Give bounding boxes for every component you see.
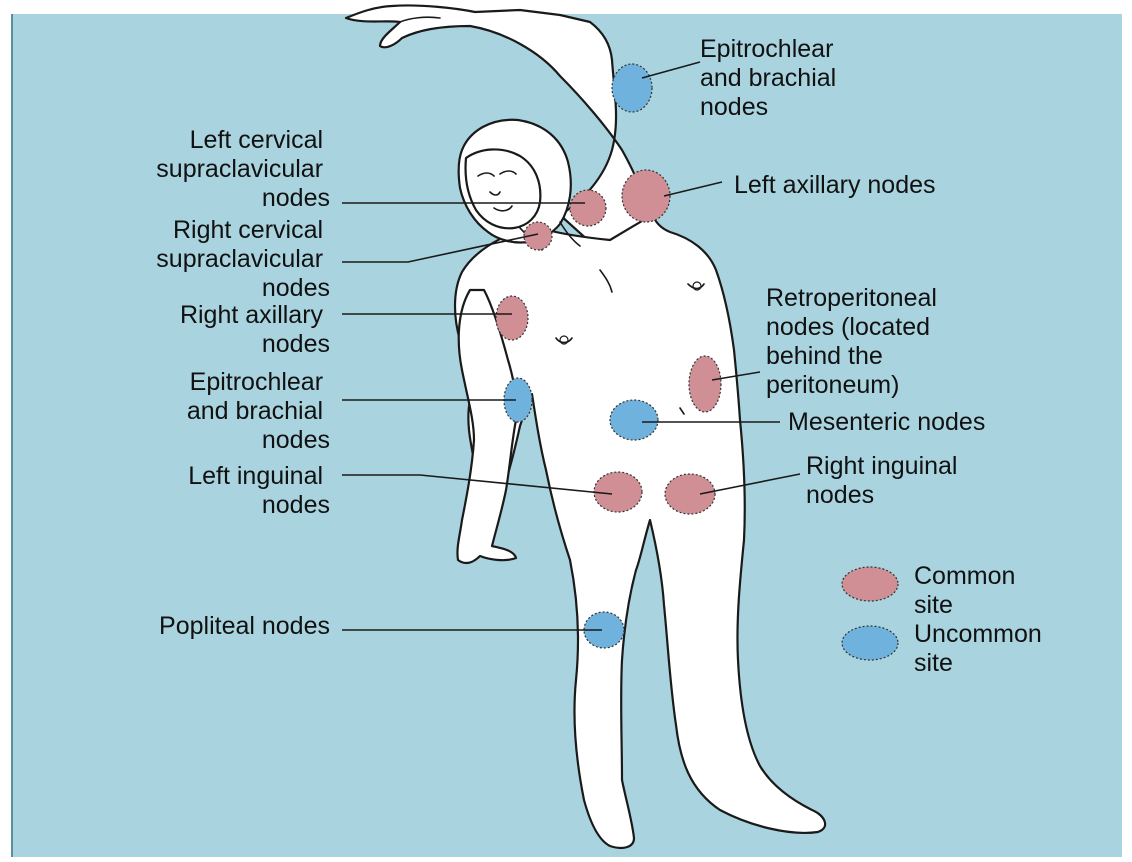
legend-uncommon-swatch xyxy=(842,626,898,660)
node-retroperitoneal xyxy=(689,356,721,412)
label-popliteal: Popliteal nodes xyxy=(159,612,330,640)
node-left-axillary xyxy=(622,170,670,222)
node-left-inguinal xyxy=(594,472,642,512)
node-right-axillary xyxy=(496,296,528,340)
legend-common-swatch xyxy=(842,567,898,601)
label-left-axillary: Left axillary nodes xyxy=(734,171,936,199)
node-mesenteric xyxy=(610,400,658,440)
node-left-cervical xyxy=(570,190,606,226)
node-right-inguinal xyxy=(665,474,715,514)
label-mesenteric: Mesenteric nodes xyxy=(788,408,985,436)
node-epitrochlear-upper xyxy=(612,64,652,112)
